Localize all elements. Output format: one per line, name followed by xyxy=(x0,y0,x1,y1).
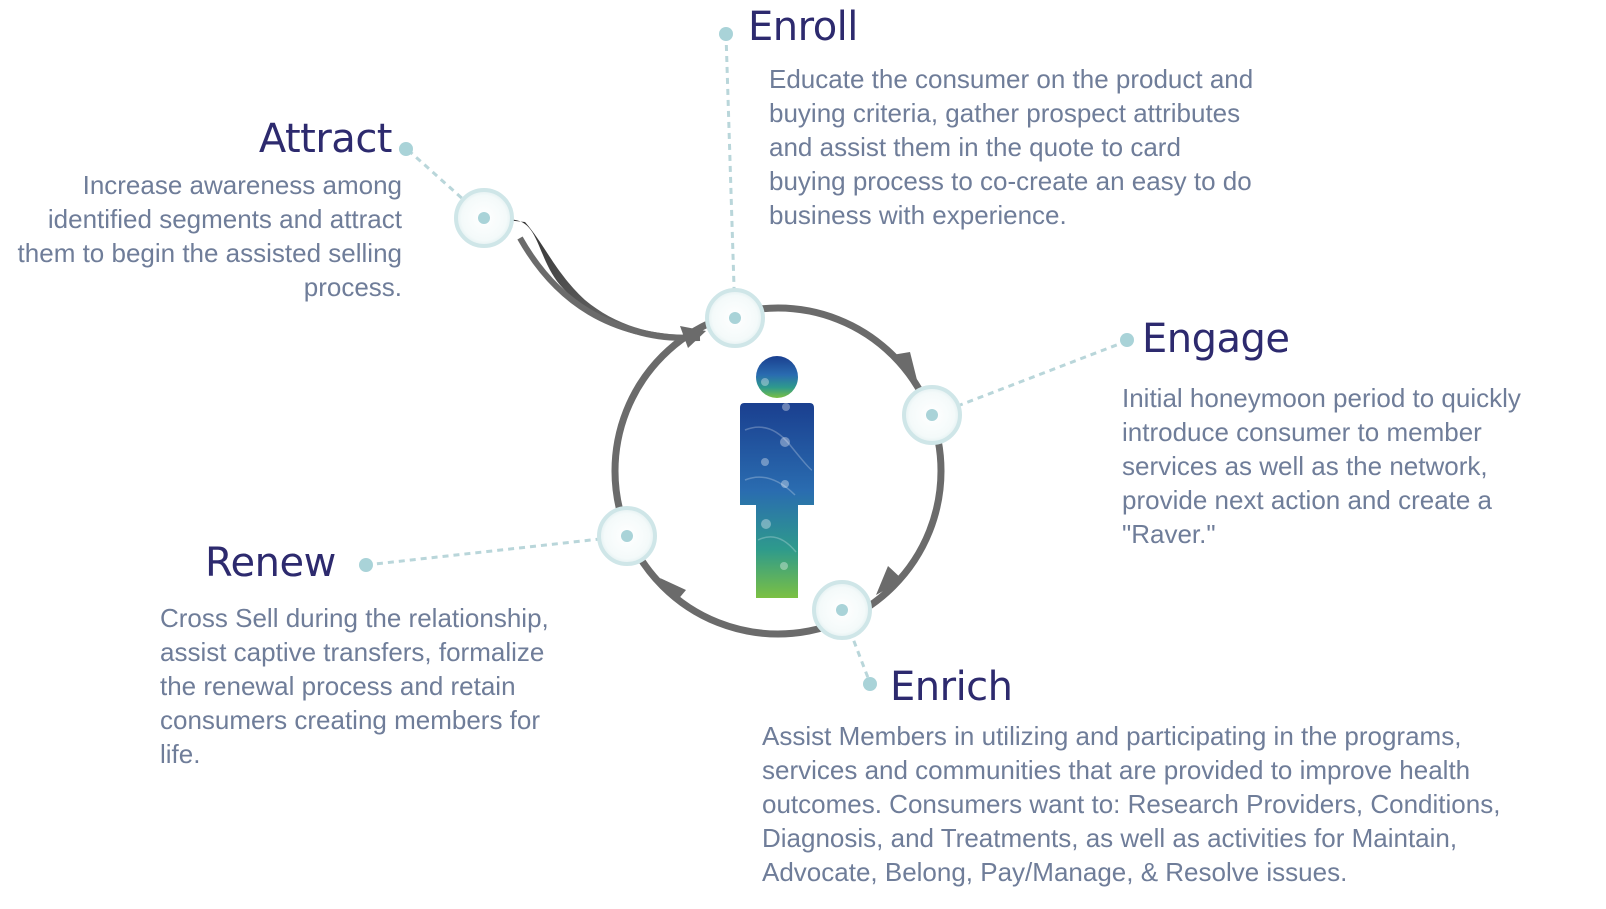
arrowhead-enrich-renew xyxy=(660,578,686,602)
stage-desc-engage: Initial honeymoon period to quickly intr… xyxy=(1122,383,1521,549)
entry-arrowhead xyxy=(680,326,706,348)
stage-desc-enrich: Assist Members in utilizing and particip… xyxy=(762,721,1501,887)
connector-attract xyxy=(406,148,486,220)
node-dot-attract xyxy=(478,212,490,224)
stage-desc-enroll: Educate the consumer on the product and … xyxy=(769,64,1254,230)
endpoint-dot-attract xyxy=(399,142,413,156)
endpoint-dot-enroll xyxy=(719,27,733,41)
stage-title-enroll: Enroll xyxy=(748,4,858,50)
connector-engage xyxy=(933,339,1128,417)
entry-arrow-tail xyxy=(505,219,700,341)
connector-renew xyxy=(365,534,628,567)
endpoint-dot-renew xyxy=(359,558,373,572)
node-dot-renew xyxy=(621,530,633,542)
node-dot-enrich xyxy=(836,604,848,616)
stage-title-attract: Attract xyxy=(258,116,393,162)
endpoint-dot-enrich xyxy=(863,677,877,691)
arrowhead-enroll-engage xyxy=(892,352,918,384)
entry-arrow-line xyxy=(517,236,701,342)
connector-enroll xyxy=(724,33,737,319)
cycle-ring xyxy=(611,304,945,638)
stage-desc-renew: Cross Sell during the relationship, assi… xyxy=(160,603,549,769)
node-dot-enroll xyxy=(729,312,741,324)
stage-title-engage: Engage xyxy=(1142,316,1290,362)
endpoint-dot-engage xyxy=(1120,333,1134,347)
person-icon xyxy=(740,356,814,598)
stage-title-enrich: Enrich xyxy=(890,664,1013,710)
node-dot-engage xyxy=(926,409,938,421)
arrowhead-engage-enrich xyxy=(876,566,903,595)
stage-title-renew: Renew xyxy=(205,540,336,586)
stage-desc-attract: Increase awareness among identified segm… xyxy=(17,170,402,302)
